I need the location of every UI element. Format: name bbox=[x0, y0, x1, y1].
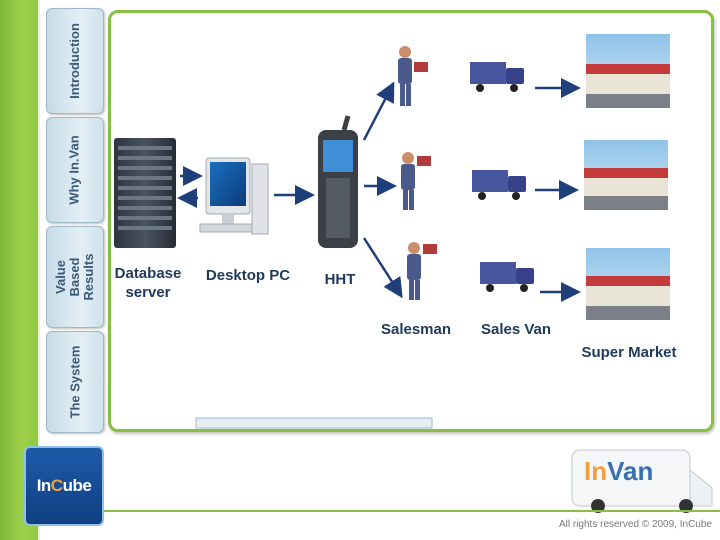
desktop-pc-icon bbox=[199, 157, 269, 235]
super-market-icon-bottom bbox=[586, 248, 670, 320]
invan-product-in: In bbox=[584, 456, 608, 486]
super-market-icon-top bbox=[586, 34, 670, 108]
invan-product-van: Van bbox=[607, 456, 654, 486]
sales-van-icon-middle bbox=[472, 170, 526, 200]
tab-introduction[interactable]: Introduction bbox=[46, 8, 104, 114]
salesman-icon-bottom bbox=[407, 242, 437, 300]
tab-value-based-results[interactable]: Value Based Results bbox=[46, 226, 104, 328]
tab-why-invan[interactable]: Why In.Van bbox=[46, 117, 104, 223]
tab-the-system[interactable]: The System bbox=[46, 331, 104, 433]
super-market-icon-middle bbox=[584, 140, 668, 210]
sales-van-icon-bottom bbox=[480, 262, 534, 292]
sales-van-icon-top bbox=[470, 62, 524, 92]
logo-c-text: C bbox=[50, 476, 63, 495]
logo-ube-text: ube bbox=[62, 476, 92, 495]
arrow-hht-to-salesman-top bbox=[362, 81, 395, 141]
left-band-divider bbox=[38, 0, 40, 540]
label-salesman: Salesman bbox=[380, 321, 452, 338]
panel-bottom-tray bbox=[195, 417, 433, 429]
label-sales-van: Sales Van bbox=[480, 321, 552, 338]
salesman-icon-middle bbox=[401, 152, 431, 210]
database-server-icon bbox=[114, 138, 176, 248]
arrow-hht-to-salesman-bottom bbox=[362, 237, 403, 299]
salesman-icon-top bbox=[398, 46, 428, 106]
label-database-server: Database server bbox=[114, 265, 182, 301]
diagram-arrows bbox=[177, 78, 581, 302]
hht-handheld-icon bbox=[318, 115, 358, 248]
copyright-text: All rights reserved © 2009, InCube bbox=[558, 519, 712, 530]
footer-divider bbox=[40, 510, 720, 512]
label-super-market: Super Market bbox=[581, 344, 677, 361]
invan-logo-van-icon bbox=[571, 449, 713, 513]
invan-product-title: InVan bbox=[584, 456, 653, 487]
label-desktop-pc: Desktop PC bbox=[205, 267, 291, 284]
incube-logo[interactable]: InCube bbox=[24, 446, 104, 526]
label-hht: HHT bbox=[324, 271, 356, 288]
logo-in-text: In bbox=[36, 476, 52, 495]
